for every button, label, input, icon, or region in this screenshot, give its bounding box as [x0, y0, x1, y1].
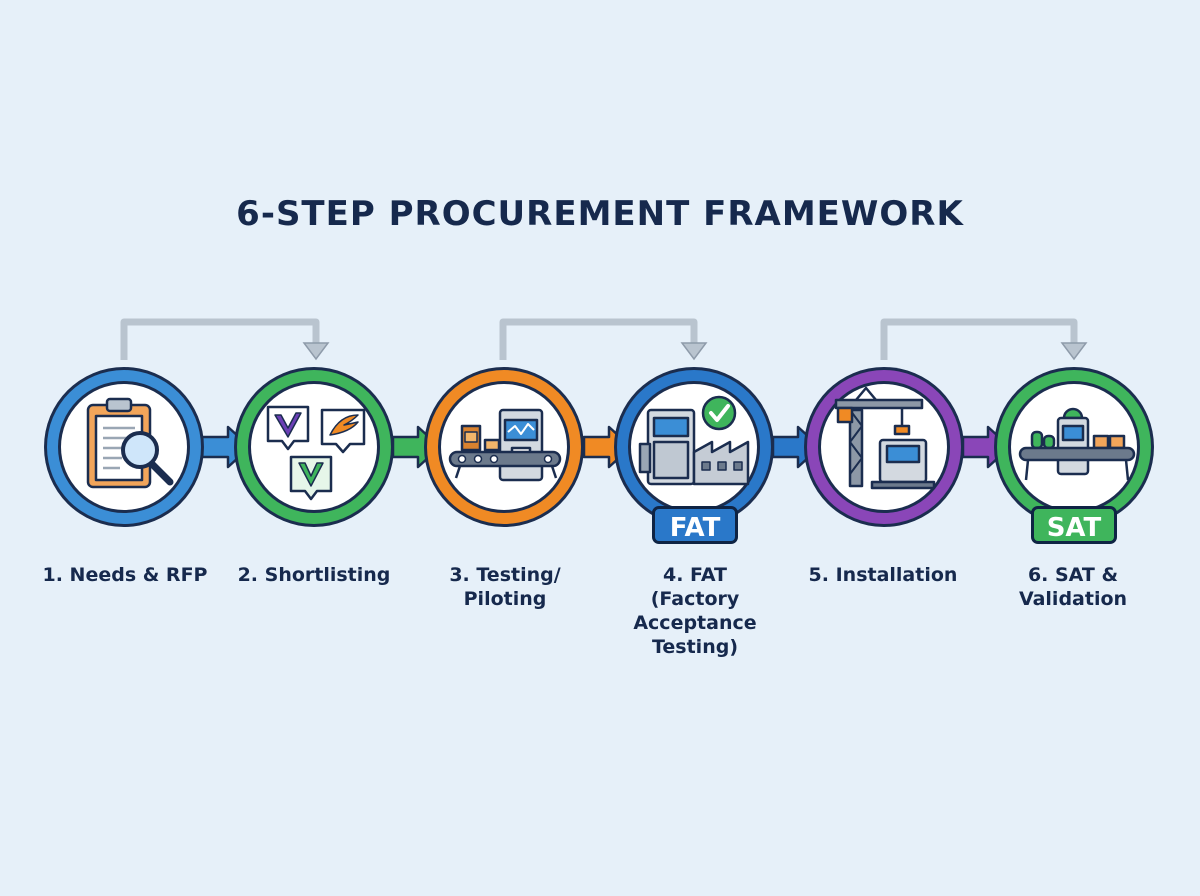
step-circle-2 [234, 367, 394, 527]
step-circle-6 [994, 367, 1154, 527]
step-label-6: 6. SAT & Validation [1018, 564, 1128, 610]
bracket-arrow-icon [680, 342, 708, 361]
conveyor-machine-icon [448, 408, 562, 482]
clipboard-search-icon [86, 397, 174, 489]
bracket-arrow-icon [1060, 342, 1088, 361]
bracket-connector [880, 318, 1078, 360]
fat-badge: FAT [652, 506, 738, 544]
bracket-connector [499, 318, 698, 360]
bracket-connector [120, 318, 320, 360]
page-title: 6-STEP PROCUREMENT FRAMEWORK [236, 194, 964, 234]
vendor-logos-icon [266, 405, 366, 501]
crane-installation-icon [834, 386, 936, 490]
step-label-2: 2. Shortlisting [237, 564, 391, 586]
bracket-arrow-icon [302, 342, 330, 361]
step-label-1: 1. Needs & RFP [42, 564, 208, 586]
step-label-3: 3. Testing/ Piloting [449, 564, 561, 610]
step-label-4: 4. FAT (Factory Acceptance Testing) [633, 564, 757, 658]
factory-check-icon [638, 395, 750, 486]
step-label-5: 5. Installation [808, 564, 958, 586]
production-line-icon [1018, 407, 1136, 481]
sat-badge: SAT [1031, 506, 1117, 544]
